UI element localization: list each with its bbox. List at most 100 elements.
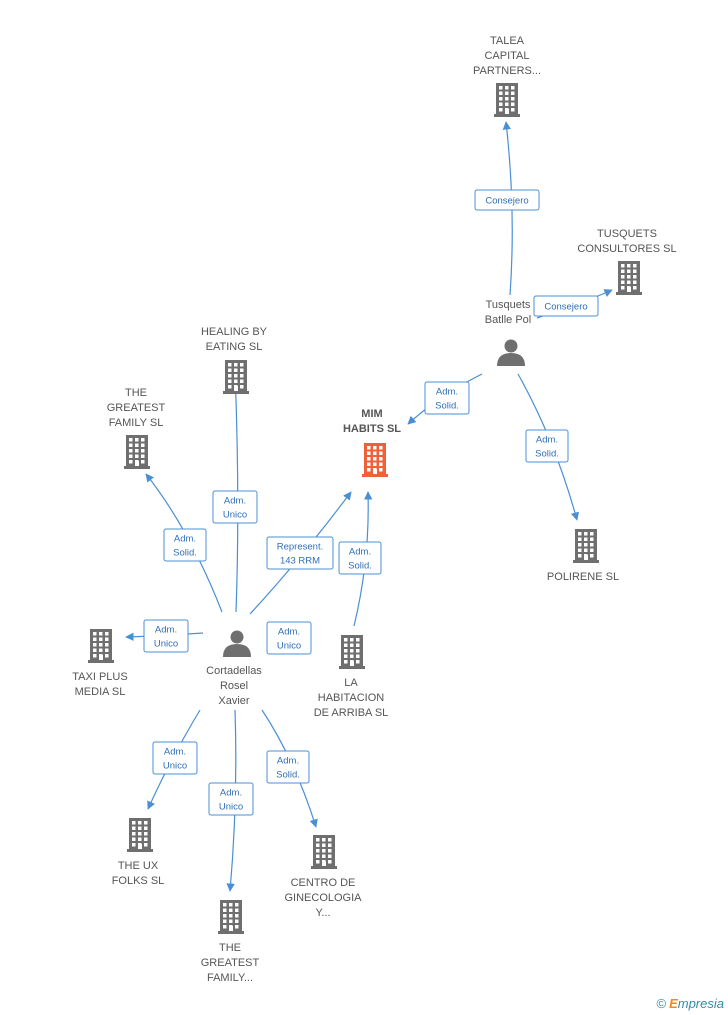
edge-label-box <box>266 750 310 784</box>
edge-label[interactable]: Adm. Unico <box>143 619 189 653</box>
node-label: PARTNERS... <box>473 65 541 77</box>
edge-label[interactable]: Adm. Unico <box>212 490 258 524</box>
edge-label[interactable]: Consejero <box>474 189 540 211</box>
edge-label[interactable]: Consejero <box>533 295 599 317</box>
edge-label[interactable]: Adm. Solid. <box>424 381 470 415</box>
edge-label-text: Represent. <box>277 542 323 553</box>
edge-label-box <box>474 189 540 211</box>
edge-label[interactable]: Represent.143 RRM <box>266 536 334 570</box>
node-label: Tusquets <box>486 299 531 311</box>
edge-label-text: Adm. <box>155 625 177 636</box>
edge-label-text: Adm. <box>277 756 299 767</box>
edge-label-text: Adm. <box>220 788 242 799</box>
node-label: EATING SL <box>206 341 263 353</box>
company-node[interactable]: THE GREATEST FAMILY SL <box>107 387 166 469</box>
person-icon <box>223 630 251 657</box>
node-label: THE <box>219 942 241 954</box>
edge-label-text: Unico <box>154 639 178 650</box>
node-label: CONSULTORES SL <box>577 243 676 255</box>
edge-label-box <box>163 528 207 562</box>
brand-logo: Empresia <box>669 996 724 1011</box>
edge-label[interactable]: Adm.Solid. <box>525 429 569 463</box>
node-label: POLIRENE SL <box>547 571 619 583</box>
building-icon <box>494 83 520 117</box>
edge-label-text: Adm. <box>164 747 186 758</box>
edge-label-text: Unico <box>223 510 247 521</box>
person-icon <box>497 339 525 366</box>
node-label: HABITS SL <box>343 423 401 435</box>
node-label: MEDIA SL <box>75 686 126 698</box>
node-label: FAMILY... <box>207 972 253 984</box>
edge-label[interactable]: Adm. Solid. <box>163 528 207 562</box>
node-label: TALEA <box>490 35 525 47</box>
company-node[interactable]: TALEA CAPITAL PARTNERS... <box>473 35 541 117</box>
edge-label-text: Adm. <box>174 534 196 545</box>
copyright-symbol: © <box>656 996 667 1011</box>
node-label: HEALING BY <box>201 326 268 338</box>
node-label: Rosel <box>220 680 248 692</box>
edge-label-text: Adm. <box>349 547 371 558</box>
edge-label-box <box>152 741 198 775</box>
node-label: GINECOLOGIA <box>284 892 362 904</box>
node-label: MIM <box>361 408 382 420</box>
building-icon <box>223 360 249 394</box>
edge-label-box <box>533 295 599 317</box>
edge-label-text: Unico <box>219 802 243 813</box>
edge-label-text: Consejero <box>485 196 528 207</box>
edge-label-text: Solid. <box>173 548 197 559</box>
node-label: Xavier <box>218 695 250 707</box>
building-icon <box>573 529 599 563</box>
edge-label-box <box>525 429 569 463</box>
edge-label-text: Unico <box>277 641 301 652</box>
edge-label-text: Adm. <box>436 387 458 398</box>
building-icon <box>311 835 337 869</box>
node-label: Y... <box>315 907 330 919</box>
building-icon <box>362 443 388 477</box>
edge-label-text: Adm. <box>224 496 246 507</box>
node-label: LA <box>344 677 358 689</box>
edge-label-text: Consejero <box>544 302 587 313</box>
company-node[interactable]: CENTRO DE GINECOLOGIA Y... <box>284 835 362 919</box>
node-label: GREATEST <box>107 402 166 414</box>
node-label: Cortadellas <box>206 665 262 677</box>
company-node[interactable]: THEGREATESTFAMILY... <box>201 900 260 984</box>
company-node[interactable]: TAXI PLUS MEDIA SL <box>72 629 128 698</box>
edge-label-text: Adm. <box>278 627 300 638</box>
brand-footer: ©Empresia <box>656 996 724 1011</box>
building-icon <box>339 635 365 669</box>
building-icon <box>88 629 114 663</box>
building-icon <box>127 818 153 852</box>
node-label: FAMILY SL <box>109 417 164 429</box>
building-icon <box>218 900 244 934</box>
edge-label[interactable]: Adm. Unico <box>152 741 198 775</box>
edge-label-text: Adm. <box>536 435 558 446</box>
node-label: HABITACION <box>318 692 384 704</box>
node-label: Batlle Pol <box>485 314 531 326</box>
company-node[interactable]: MIM HABITS SL <box>343 408 401 477</box>
edge-label-text: Solid. <box>435 401 459 412</box>
building-icon <box>616 261 642 295</box>
building-icon <box>124 435 150 469</box>
node-label: CAPITAL <box>484 50 529 62</box>
edge-label[interactable]: Adm. Unico <box>208 782 254 816</box>
company-node[interactable]: POLIRENE SL <box>547 529 619 583</box>
edge-label-text: Solid. <box>348 561 372 572</box>
edge-label-box <box>208 782 254 816</box>
edge-label-box <box>212 490 258 524</box>
node-label: CENTRO DE <box>291 877 356 889</box>
edge-label[interactable]: Adm.Solid. <box>266 750 310 784</box>
edge-label-box <box>424 381 470 415</box>
edge-label[interactable]: Adm. Solid. <box>338 541 382 575</box>
node-label: FOLKS SL <box>112 875 165 887</box>
company-node[interactable]: HEALING BY EATING SL <box>201 326 268 394</box>
node-label: THE <box>125 387 147 399</box>
node-label: TAXI PLUS <box>72 671 127 683</box>
edge-label[interactable]: Adm. Unico <box>266 621 312 655</box>
edge-label-text: Unico <box>163 761 187 772</box>
